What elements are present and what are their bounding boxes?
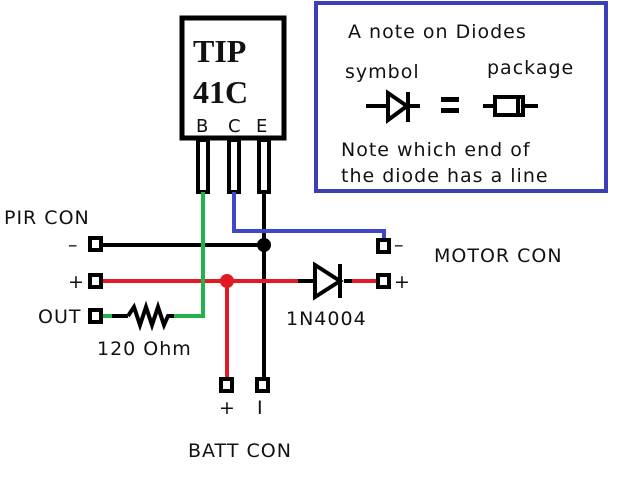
pir-minus-terminal[interactable]	[88, 236, 103, 252]
transistor-label-line1: TIP	[193, 33, 246, 69]
motor-minus-terminal[interactable]	[376, 238, 391, 254]
wire-base	[172, 192, 205, 318]
transistor-label-line2: 41C	[193, 74, 248, 110]
note-box-border	[314, 1, 608, 193]
pir-out-terminal[interactable]	[88, 308, 103, 324]
diode-icon	[313, 261, 344, 301]
wires	[100, 192, 386, 380]
diode-note-box: A note on Diodes symbol package Note whi…	[314, 1, 608, 193]
pin-label-b: B	[196, 116, 208, 137]
wire-collector	[232, 192, 386, 240]
batt-plus-label: +	[219, 397, 236, 419]
motor-minus-label: –	[394, 234, 405, 256]
resistor-120-ohm: 120 Ohm	[97, 300, 192, 360]
package-label: package	[487, 57, 574, 79]
pir-minus-label: –	[68, 234, 79, 256]
symbol-label: symbol	[345, 61, 420, 83]
resistor-icon	[126, 300, 174, 332]
pir-out-label: OUT	[38, 306, 81, 328]
batt-connector: + I BATT CON	[188, 377, 292, 462]
lead-collector	[227, 138, 241, 194]
pin-label-e: E	[256, 116, 267, 137]
diode-1n4004: 1N4004	[286, 261, 367, 330]
batt-minus-terminal[interactable]	[255, 377, 270, 393]
batt-minus-label: I	[257, 397, 264, 419]
pir-title: PIR CON	[4, 207, 90, 229]
diode-symbol-icon	[366, 89, 420, 124]
junction-positive	[220, 274, 234, 288]
motor-connector: – + MOTOR CON	[376, 234, 563, 293]
batt-title: BATT CON	[188, 440, 292, 462]
junction-ground	[257, 238, 271, 252]
diode-label: 1N4004	[286, 308, 367, 330]
motor-plus-label: +	[394, 271, 411, 293]
motor-title: MOTOR CON	[434, 245, 563, 267]
pir-plus-label: +	[68, 271, 85, 293]
equals-sign	[441, 97, 459, 113]
lead-base	[196, 138, 210, 194]
diode-package-icon	[483, 95, 538, 117]
pir-connector: PIR CON – + OUT	[4, 207, 103, 328]
note-line1: Note which end of	[341, 139, 531, 161]
note-title: A note on Diodes	[348, 21, 527, 43]
pin-label-c: C	[228, 116, 241, 137]
lead-emitter	[257, 138, 271, 194]
note-line2: the diode has a line	[341, 165, 549, 187]
pir-plus-terminal[interactable]	[88, 273, 103, 289]
batt-plus-terminal[interactable]	[219, 377, 234, 393]
transistor-tip41c: TIP 41C B C E	[179, 15, 287, 194]
motor-plus-terminal[interactable]	[376, 273, 391, 289]
resistor-label: 120 Ohm	[97, 338, 192, 360]
